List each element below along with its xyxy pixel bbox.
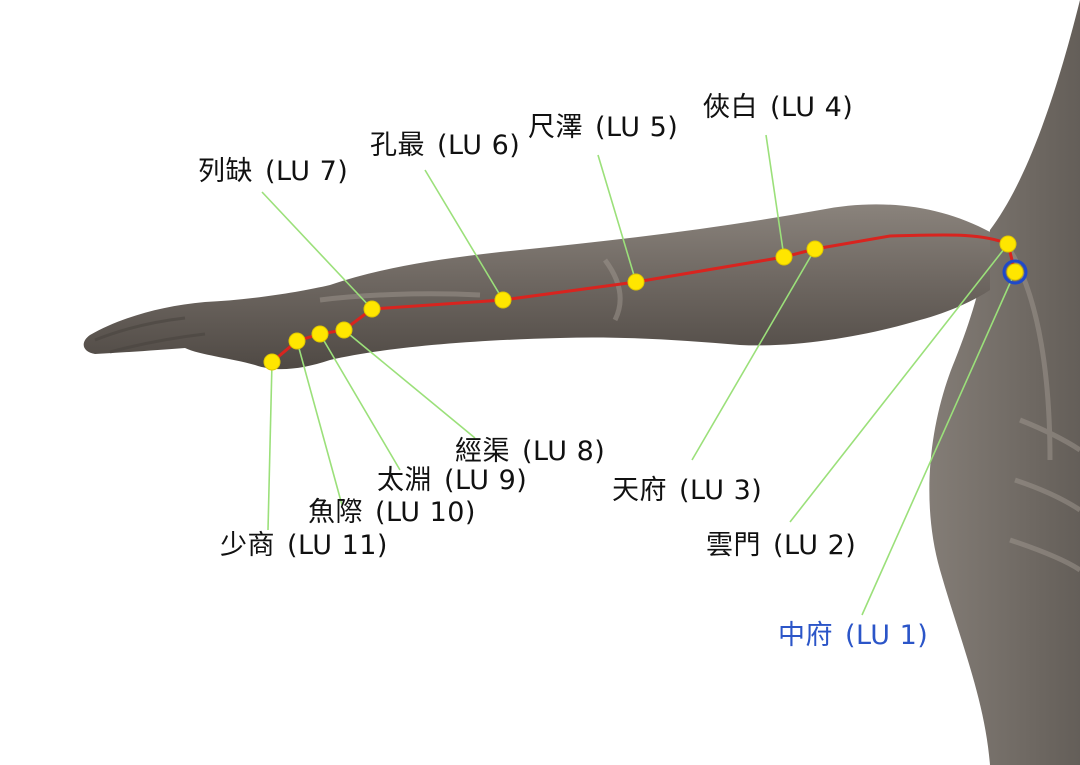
label-lu10-name: 魚際 xyxy=(308,497,363,528)
leader-line xyxy=(789,243,1009,523)
label-lu9-name: 太淵 xyxy=(377,465,432,496)
arm-shape xyxy=(83,204,990,370)
leader-line xyxy=(424,169,504,301)
label-lu9: 太淵 (LU 9) xyxy=(377,465,527,497)
leader-line xyxy=(691,248,816,461)
label-lu11-code: (LU 11) xyxy=(287,530,388,561)
leader-line xyxy=(296,340,343,506)
label-lu5-name: 尺澤 xyxy=(528,112,583,143)
acupoint-marker xyxy=(999,235,1017,253)
acupoint-marker xyxy=(263,353,281,371)
label-lu6-name: 孔最 xyxy=(370,130,425,161)
label-lu8-name: 經渠 xyxy=(455,436,510,467)
label-lu2: 雲門 (LU 2) xyxy=(706,530,856,562)
acupoint-marker xyxy=(494,291,512,309)
label-lu8: 經渠 (LU 8) xyxy=(455,436,605,468)
label-lu3-name: 天府 xyxy=(612,475,667,506)
label-lu3-code: (LU 3) xyxy=(679,475,763,506)
torso-shape xyxy=(929,0,1080,765)
bones-shape xyxy=(319,248,1080,573)
acupoint-marker xyxy=(335,321,353,339)
label-lu5-code: (LU 5) xyxy=(595,112,679,143)
acupoint-marker xyxy=(1006,263,1024,281)
label-lu8-code: (LU 8) xyxy=(522,436,606,467)
label-lu4: 俠白 (LU 4) xyxy=(703,92,853,124)
acupoint-marker xyxy=(288,332,306,350)
label-lu10-code: (LU 10) xyxy=(375,497,476,528)
label-lu7: 列缺 (LU 7) xyxy=(198,156,348,188)
first-point-ring xyxy=(1002,259,1028,285)
leader-line xyxy=(861,271,1016,616)
label-lu3: 天府 (LU 3) xyxy=(612,475,762,507)
acupoint-marker xyxy=(775,248,793,266)
label-lu5: 尺澤 (LU 5) xyxy=(528,112,678,144)
leader-line xyxy=(343,329,476,439)
label-lu4-code: (LU 4) xyxy=(770,92,854,123)
label-lu9-code: (LU 9) xyxy=(444,465,528,496)
label-lu2-name: 雲門 xyxy=(706,530,761,561)
leader-line xyxy=(261,191,373,310)
acupoint-marker xyxy=(627,273,645,291)
label-lu7-code: (LU 7) xyxy=(265,156,349,187)
leader-line xyxy=(267,361,273,531)
label-lu10: 魚際 (LU 10) xyxy=(308,497,476,529)
acupoint-marker xyxy=(311,325,329,343)
label-lu1-name: 中府 xyxy=(778,620,833,651)
label-lu1-code: (LU 1) xyxy=(845,620,929,651)
label-lu7-name: 列缺 xyxy=(198,156,253,187)
leader-line xyxy=(597,154,637,283)
acupoint-marker xyxy=(363,300,381,318)
leader-line xyxy=(765,134,785,258)
label-lu6-code: (LU 6) xyxy=(437,130,521,161)
label-lu2-code: (LU 2) xyxy=(773,530,857,561)
label-lu1: 中府 (LU 1) xyxy=(778,620,928,652)
leader-line xyxy=(319,333,401,471)
label-lu11: 少商 (LU 11) xyxy=(220,530,388,562)
label-lu11-name: 少商 xyxy=(220,530,275,561)
label-lu6: 孔最 (LU 6) xyxy=(370,130,520,162)
label-lu4-name: 俠白 xyxy=(703,92,758,123)
fingers-shape xyxy=(94,316,206,354)
acupoint-marker xyxy=(806,240,824,258)
